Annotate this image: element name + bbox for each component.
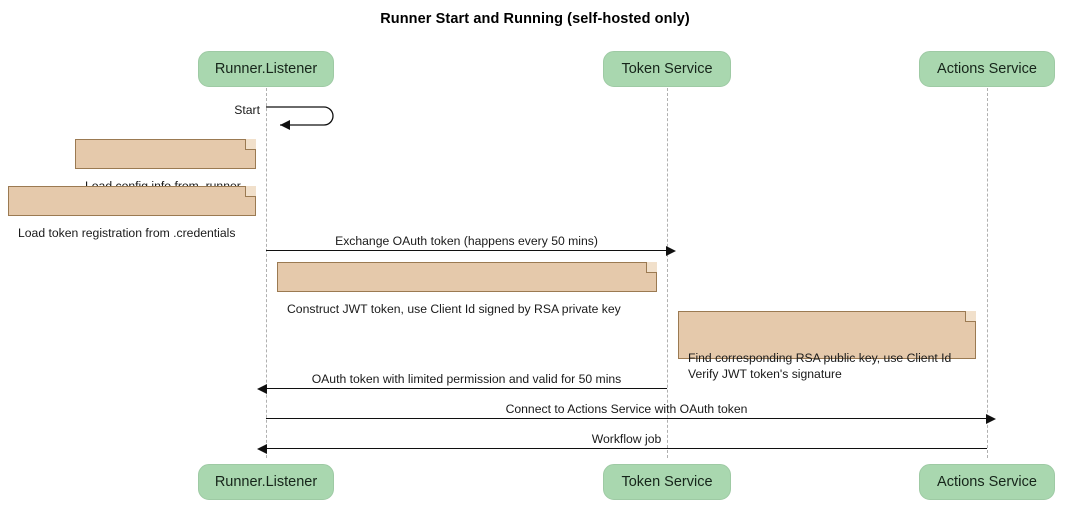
lifeline-actions <box>987 88 988 458</box>
lifeline-runner <box>266 88 267 458</box>
self-message-start-label: Start <box>234 103 260 117</box>
message-label: Exchange OAuth token (happens every 50 m… <box>335 234 598 248</box>
self-message-start: Start <box>234 103 346 134</box>
message-label: OAuth token with limited permission and … <box>311 372 622 386</box>
participant-label: Runner.Listener <box>214 61 318 77</box>
note-load-config: Load config info from .runner <box>75 139 256 193</box>
note-load-token-registration: Load token registration from .credential… <box>8 186 256 240</box>
arrowhead-right-icon <box>986 414 996 424</box>
note-text: Construct JWT token, use Client Id signe… <box>287 302 621 316</box>
arrowhead-left-icon <box>257 384 267 394</box>
participant-label: Token Service <box>621 474 713 490</box>
participant-token-top[interactable]: Token Service <box>603 51 731 87</box>
note-construct-jwt: Construct JWT token, use Client Id signe… <box>277 262 657 316</box>
note-text: Load token registration from .credential… <box>18 226 236 240</box>
participant-label: Runner.Listener <box>214 474 318 490</box>
lifeline-token <box>667 88 668 458</box>
participant-runner-top[interactable]: Runner.Listener <box>198 51 334 87</box>
arrowhead-left-icon <box>257 444 267 454</box>
participant-label: Actions Service <box>937 474 1037 490</box>
participant-token-bottom[interactable]: Token Service <box>603 464 731 500</box>
note-fold-corner-icon <box>245 139 256 150</box>
note-fold-corner-icon <box>965 311 976 322</box>
participant-label: Token Service <box>621 61 713 77</box>
participant-label: Actions Service <box>937 61 1037 77</box>
note-fold-corner-icon <box>646 262 657 273</box>
page-title: Runner Start and Running (self-hosted on… <box>380 11 690 27</box>
self-message-start-arrow <box>266 106 334 130</box>
arrowhead-right-icon <box>666 246 676 256</box>
note-verify-jwt: Find corresponding RSA public key, use C… <box>678 311 976 381</box>
participant-runner-bottom[interactable]: Runner.Listener <box>198 464 334 500</box>
message-label: Connect to Actions Service with OAuth to… <box>505 402 748 416</box>
message-connect-actions: Connect to Actions Service with OAuth to… <box>266 402 996 424</box>
note-text: Find corresponding RSA public key, use C… <box>688 351 952 381</box>
message-label: Workflow job <box>591 432 662 446</box>
message-exchange-oauth: Exchange OAuth token (happens every 50 m… <box>266 234 676 256</box>
participant-actions-bottom[interactable]: Actions Service <box>919 464 1055 500</box>
participant-actions-top[interactable]: Actions Service <box>919 51 1055 87</box>
message-workflow-job: Workflow job <box>257 432 987 454</box>
message-oauth-token-return: OAuth token with limited permission and … <box>257 372 667 394</box>
note-fold-corner-icon <box>245 186 256 197</box>
